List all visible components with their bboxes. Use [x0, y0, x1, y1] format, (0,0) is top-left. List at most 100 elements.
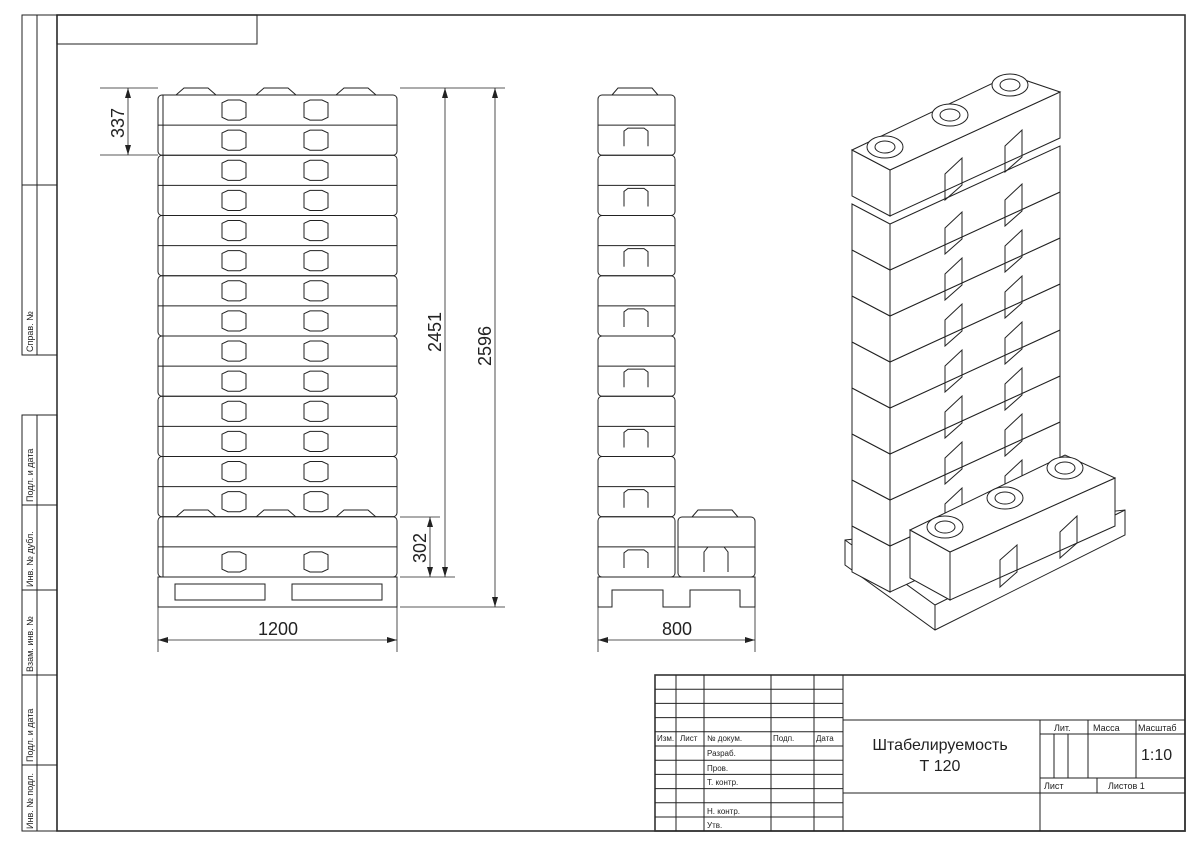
- handle-recess: [623, 489, 649, 508]
- tank-tier: [157, 94, 398, 156]
- handle-recess: [221, 551, 247, 573]
- front-view: [157, 87, 398, 608]
- tank-neck: [986, 486, 1024, 510]
- handle-recess: [944, 320, 1023, 394]
- handle-recess: [623, 428, 649, 448]
- tank-cap: [691, 509, 739, 518]
- handle-recess: [623, 368, 649, 388]
- handle-recess: [221, 310, 247, 332]
- role-t-kontr: Т. контр.: [707, 778, 738, 787]
- handle-recess: [303, 340, 329, 362]
- tank-neck: [926, 515, 964, 539]
- title-line-2: Т 120: [920, 758, 961, 775]
- sheet-label: Лист: [1044, 781, 1064, 791]
- tank-tier: [597, 516, 676, 578]
- handle-recess: [303, 370, 329, 392]
- dimension-arrows: [125, 88, 755, 643]
- handle-recess: [303, 99, 329, 121]
- handle-recess: [303, 220, 329, 242]
- dim-width: 1200: [258, 619, 298, 639]
- header-izm: Изм.: [657, 734, 674, 743]
- tank-tier: [157, 335, 398, 397]
- tank-tier: [851, 375, 1061, 501]
- tank-neck-opening: [999, 78, 1021, 92]
- tank-tier: [597, 94, 676, 156]
- handle-recess: [303, 461, 329, 483]
- handle-recess: [623, 248, 649, 267]
- mass-label: Масса: [1093, 723, 1120, 733]
- dim-depth: 800: [662, 619, 692, 639]
- tank-tier: [851, 145, 1061, 271]
- handle-recess: [303, 159, 329, 181]
- tank-cap: [335, 509, 377, 518]
- handle-recess: [303, 189, 329, 211]
- handle-recess: [944, 274, 1023, 348]
- tank-tier: [597, 275, 676, 337]
- handle-recess: [221, 250, 247, 272]
- handle-recess: [303, 280, 329, 302]
- handle-recess: [999, 514, 1078, 589]
- handle-recess: [221, 370, 247, 392]
- tank-neck: [866, 135, 904, 159]
- handle-recess: [221, 189, 247, 211]
- scale-label: Масштаб: [1138, 723, 1177, 733]
- tank-cap: [175, 509, 217, 518]
- handle-recess: [944, 128, 1023, 202]
- dim-total-height: 2596: [475, 326, 495, 366]
- handle-recess: [221, 430, 247, 452]
- tank-neck: [1046, 456, 1084, 480]
- tank-tier: [157, 154, 398, 216]
- strip-label: Справ. №: [25, 311, 35, 352]
- tank-cap: [255, 509, 297, 518]
- handle-recess: [221, 159, 247, 181]
- tank-cap: [611, 87, 659, 96]
- handle-recess: [303, 310, 329, 332]
- tank-tier: [597, 154, 676, 216]
- tank-tier: [157, 456, 398, 518]
- header-data: Дата: [816, 734, 834, 743]
- strip-label: Инв. № подл.: [25, 773, 35, 829]
- strip-label: Подл. и дата: [25, 709, 35, 762]
- tank-neck: [991, 73, 1029, 97]
- tank-tier: [597, 395, 676, 457]
- tank-tier: [157, 275, 398, 337]
- tank-cap: [255, 87, 297, 96]
- handle-recess: [221, 491, 247, 513]
- tank-neck-opening: [934, 520, 956, 534]
- strip-label: Взам. инв. №: [25, 616, 35, 672]
- pallet: [597, 576, 756, 608]
- handle-recess: [944, 412, 1023, 486]
- handle-recess: [623, 549, 649, 568]
- tank-cap: [335, 87, 377, 96]
- handle-recess: [303, 250, 329, 272]
- handle-recess: [221, 280, 247, 302]
- handle-recess: [623, 187, 649, 207]
- title-line-1: Штабелируемость: [872, 737, 1007, 754]
- handle-recess: [221, 99, 247, 121]
- strip-label: Инв. № дубл.: [25, 531, 35, 587]
- dimensions: [100, 87, 756, 652]
- handle-recess: [303, 129, 329, 151]
- handle-recess: [303, 400, 329, 422]
- dim-tier-height: 337: [108, 108, 128, 138]
- scale-value: 1:10: [1141, 747, 1172, 764]
- pallet-slot: [291, 583, 383, 601]
- handle-recess: [703, 546, 729, 572]
- handle-recess: [221, 220, 247, 242]
- isometric-view: [844, 73, 1126, 631]
- tank-tier: [851, 91, 1061, 217]
- tank-tier: [597, 456, 676, 518]
- dim-stack-height: 2451: [425, 312, 445, 352]
- strip-label: Подл. и дата: [25, 449, 35, 502]
- handle-recess: [944, 182, 1023, 256]
- single-tank: [677, 509, 756, 578]
- handle-recess: [623, 127, 649, 147]
- tank-tier: [157, 395, 398, 457]
- pallet-slot: [174, 583, 266, 601]
- tank-neck-opening: [874, 140, 896, 154]
- tank-tier: [597, 335, 676, 397]
- title-block: Изм. Лист № докум. Подп. Дата Разраб. Пр…: [654, 674, 1186, 832]
- header-list: Лист: [680, 734, 698, 743]
- side-view: [597, 87, 756, 608]
